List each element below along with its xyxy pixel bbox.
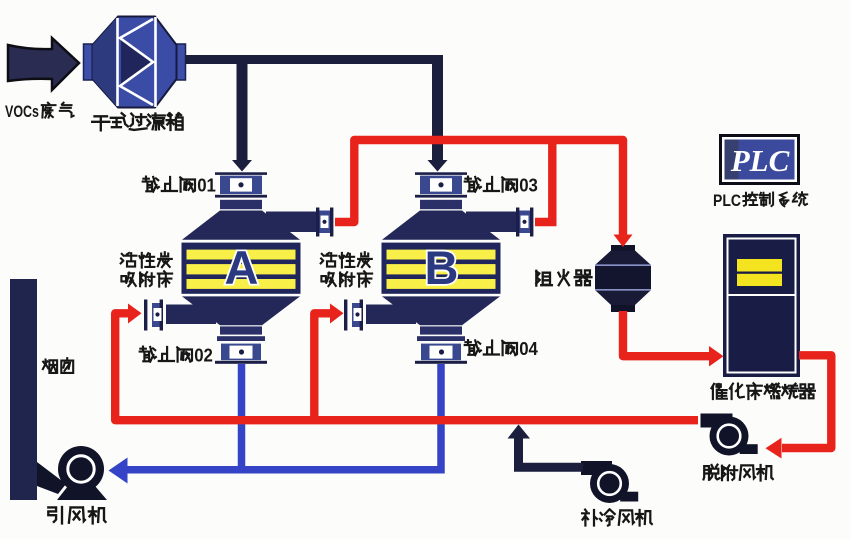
svg-text:01: 01 xyxy=(197,174,216,195)
svg-text:B: B xyxy=(425,241,459,294)
svg-text:04: 04 xyxy=(519,338,538,359)
svg-text:PLC: PLC xyxy=(730,143,790,178)
svg-text:A: A xyxy=(225,241,259,294)
svg-text:PLC: PLC xyxy=(713,191,741,210)
svg-text:VOCs: VOCs xyxy=(5,103,39,121)
svg-text:02: 02 xyxy=(194,344,213,365)
svg-text:03: 03 xyxy=(519,174,538,195)
